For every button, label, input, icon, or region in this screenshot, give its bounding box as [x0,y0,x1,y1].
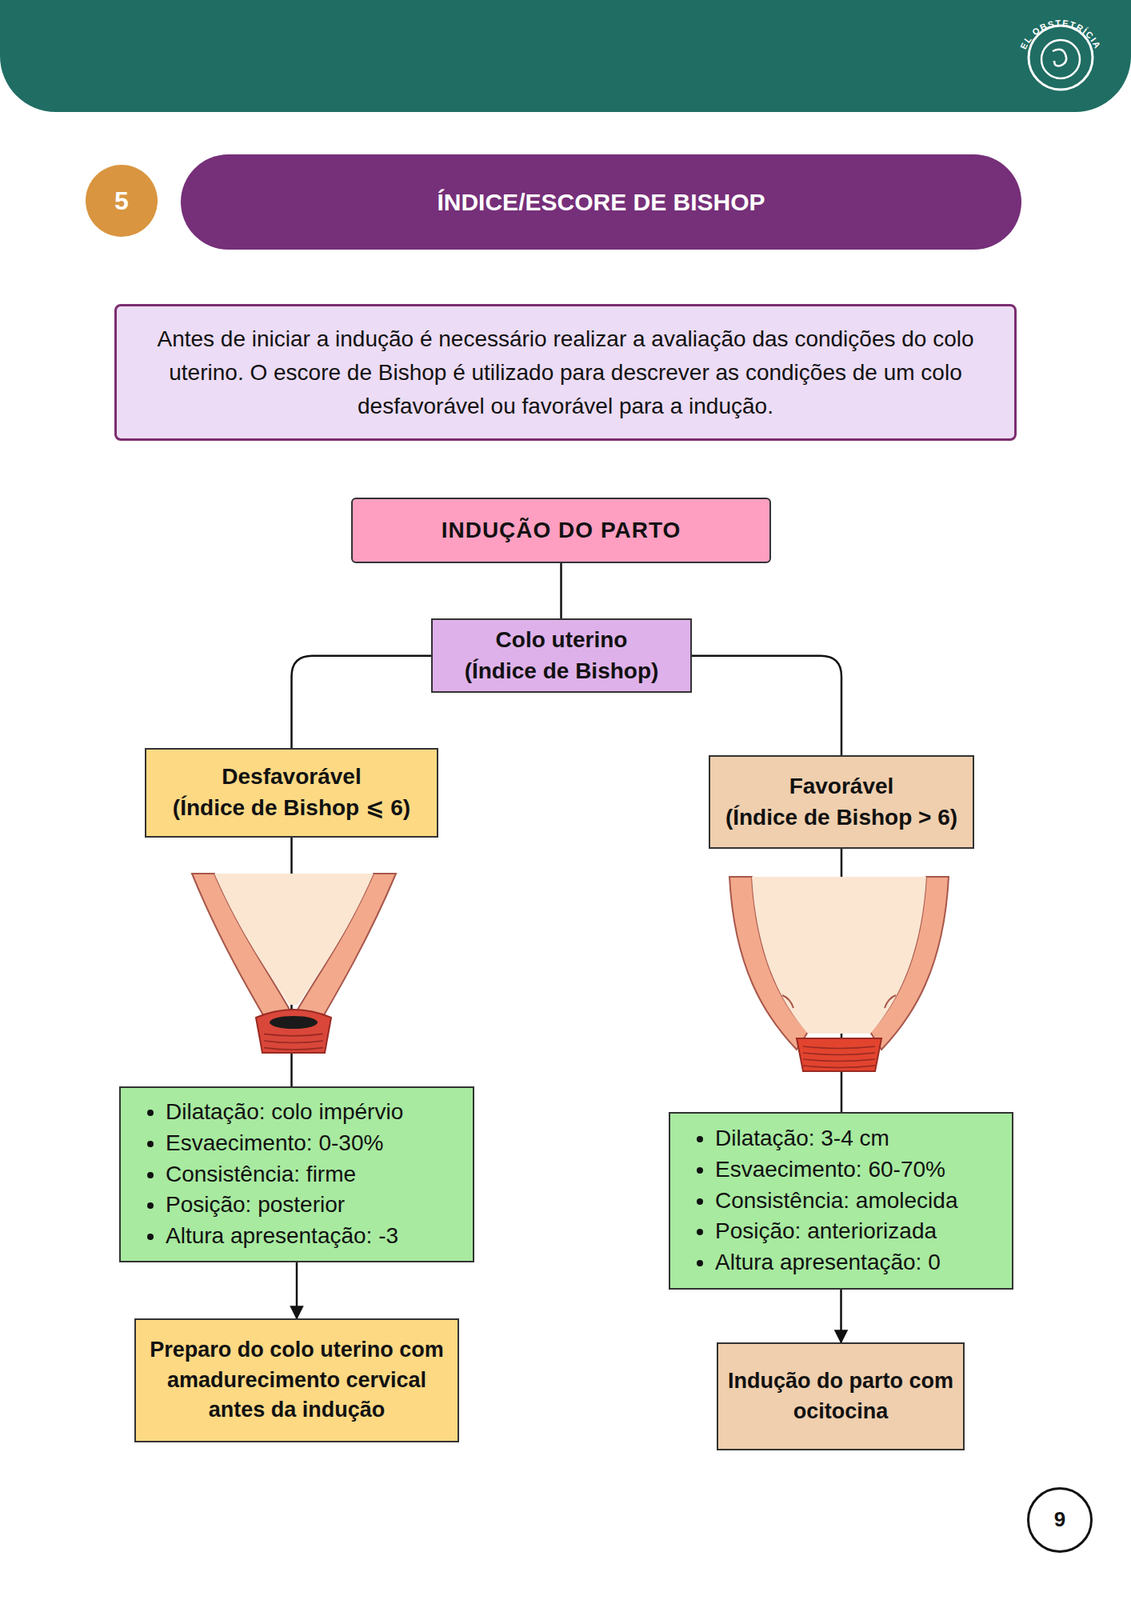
open-cervix-illustration [729,876,949,1072]
box-label: 9 [1054,1505,1066,1535]
connector [291,655,432,748]
criteria-item: Esvaecimento: 60-70% [715,1154,1001,1186]
criteria-list-box: Dilatação: colo impérvioEsvaecimento: 0-… [119,1086,475,1263]
step-number-circle: 5 [85,164,158,237]
result-box: Indução do parto com ocitocina [716,1342,965,1451]
connector [290,837,293,1087]
box-label: 5 [114,183,129,219]
criteria-item: Altura apresentação: -3 [165,1220,462,1252]
criteria-item: Consistência: firme [165,1158,462,1191]
title-band: ÍNDICE/ESCORE DE BISHOP [180,154,1022,250]
box-label: Preparo do colo uterino com amadurecimen… [143,1334,450,1426]
rugae-stroke [263,1040,324,1044]
criteria-item: Consistência: amolecida [715,1185,1001,1217]
rugae-stroke [803,1059,876,1062]
box-label: Favorável [789,771,895,803]
process-box: INDUÇÃO DO PARTO [351,497,772,564]
rugae-stroke [803,1065,876,1068]
box-label: Desfavorável [221,761,361,793]
connector [295,1262,299,1319]
page-number-circle: 9 [1027,1486,1093,1553]
criteria-item: Dilatação: 3-4 cm [715,1123,1001,1155]
intro-note-box: Antes de iniciar a indução é necessário … [114,303,1017,441]
box-label: ÍNDICE/ESCORE DE BISHOP [436,185,765,219]
criteria-item: Dilatação: colo impérvio [165,1096,462,1128]
closed-cervix-illustration [191,873,396,1053]
logo [1023,25,1098,90]
rugae-stroke [263,1033,324,1036]
connector [559,563,563,619]
process-box: Colo uterino(Índice de Bishop) [431,618,692,693]
criteria-item: Posição: anteriorizada [715,1215,1001,1247]
box-label: Indução do parto com ocitocina [726,1366,956,1427]
rugae-stroke [803,1052,876,1056]
box-sublabel: (Índice de Bishop) [464,655,660,688]
box-sublabel: (Índice de Bishop ⩽ 6) [172,792,411,824]
box-label: Antes de iniciar a indução é necessário … [143,322,988,424]
rugae-stroke [263,1047,324,1051]
decision-box: Desfavorável(Índice de Bishop ⩽ 6) [144,747,439,838]
criteria-list: Dilatação: colo impérvioEsvaecimento: 0-… [131,1096,462,1251]
criteria-list: Dilatação: 3-4 cmEsvaecimento: 60-70%Con… [681,1123,1001,1278]
criteria-item: Posição: posterior [165,1189,462,1221]
result-box: Preparo do colo uterino com amadurecimen… [134,1318,460,1443]
connector [691,655,842,756]
connector [840,848,844,1112]
header-band [0,0,1131,112]
criteria-item: Esvaecimento: 0-30% [165,1127,462,1159]
criteria-list-box: Dilatação: 3-4 cmEsvaecimento: 60-70%Con… [668,1111,1014,1290]
logo-text: EL OBSTETRÍCIA [1018,18,1104,52]
criteria-item: Altura apresentação: 0 [715,1246,1001,1279]
box-label: INDUÇÃO DO PARTO [441,515,682,547]
connector [839,1289,843,1343]
decision-box: Favorável(Índice de Bishop > 6) [708,755,975,849]
box-sublabel: (Índice de Bishop > 6) [725,802,958,834]
rugae-stroke [803,1046,876,1049]
box-label: Colo uterino [495,624,628,656]
